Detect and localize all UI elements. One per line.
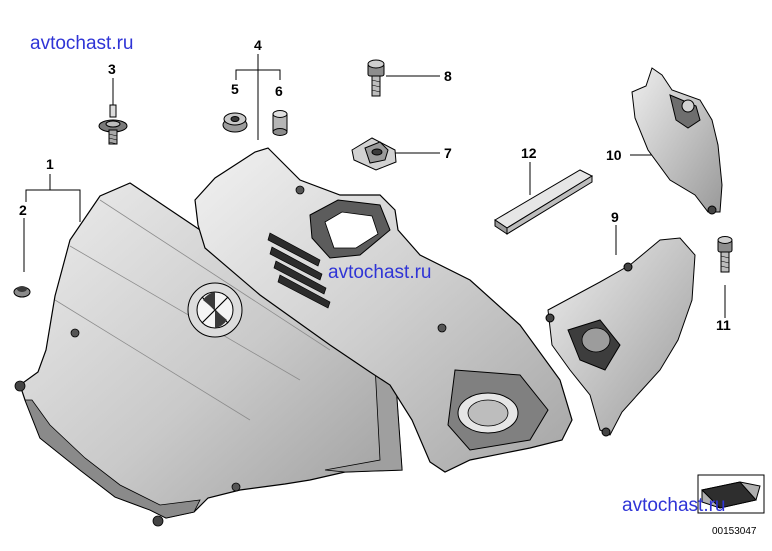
watermark-center: avtochast.ru (328, 262, 432, 283)
grommet-part-5 (222, 112, 248, 133)
heat-shield-part-9 (545, 237, 696, 437)
callout-6: 6 (275, 83, 283, 99)
callout-10: 10 (606, 147, 622, 163)
callout-12: 12 (521, 145, 537, 161)
document-number: 00153047 (712, 526, 757, 537)
callout-4: 4 (254, 37, 262, 53)
callout-7: 7 (444, 145, 452, 161)
callout-5: 5 (231, 81, 239, 97)
watermark-bottom-right: avtochast.ru (622, 495, 726, 516)
bracket-part-10 (631, 67, 723, 215)
bolt-part-11 (717, 236, 733, 273)
seal-strip-part-12 (494, 169, 594, 235)
leader-lines (23, 54, 726, 318)
engine-cover-upper (194, 147, 573, 473)
screw-part-3 (98, 104, 128, 145)
reference-box-icon (697, 474, 765, 514)
callout-8: 8 (444, 68, 452, 84)
clip-nut-part-7 (351, 137, 397, 171)
callout-1: 1 (46, 156, 54, 172)
callout-3: 3 (108, 61, 116, 77)
callout-11: 11 (716, 317, 731, 333)
engine-cover-front (14, 182, 403, 527)
watermark-top-left: avtochast.ru (30, 33, 134, 54)
callout-9: 9 (611, 209, 619, 225)
bolt-part-8 (367, 59, 385, 97)
sleeve-part-6 (272, 110, 288, 136)
callout-2: 2 (19, 202, 27, 218)
grommet-part-2 (13, 286, 31, 298)
